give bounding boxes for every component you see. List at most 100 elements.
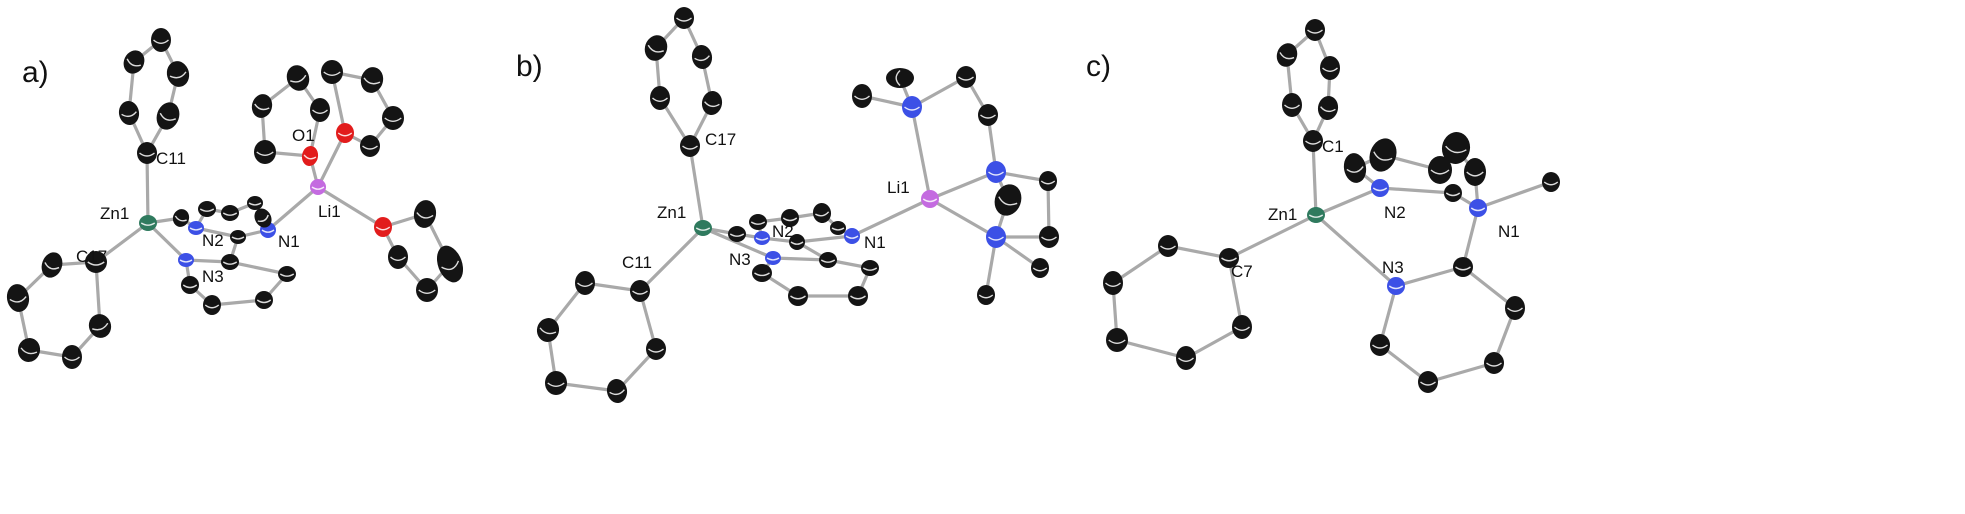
panel-a-carbon-atom-36 — [360, 67, 384, 93]
panel-c-carbon-atom-4 — [1305, 19, 1325, 41]
panel-b-carbon-atom-17 — [749, 214, 767, 230]
panel-c-bond-11 — [1115, 338, 1188, 360]
panel-b-carbon-atom-5 — [644, 35, 668, 61]
panel-c-carbon-atom-20 — [1464, 158, 1486, 186]
panel-b-carbon-atom-9 — [536, 318, 560, 342]
panel-b-bond-22 — [795, 234, 854, 244]
panel-b-label-li1: Li1 — [887, 178, 910, 197]
panel-c-carbon-atom-1 — [1303, 130, 1323, 152]
panel-b-carbon-atom-4 — [674, 7, 694, 29]
panel-b-carbon-atom-39 — [1031, 258, 1049, 278]
panel-c-carbon-atom-25 — [1418, 371, 1438, 393]
panel-b-bond-7 — [638, 226, 705, 293]
panel-a-carbon-atom-18 — [221, 205, 239, 221]
panel-a-label-n3: N3 — [202, 267, 224, 286]
panel-b-carbon-atom-24 — [788, 286, 808, 306]
panel-c-bond-0 — [1311, 139, 1318, 217]
panel-b-label-n3: N3 — [729, 250, 751, 269]
panel-a-carbon-atom-22 — [221, 254, 239, 270]
panel-b-carbon-atom-34 — [978, 104, 998, 126]
panel-b-bond-31 — [850, 197, 932, 238]
panel-c-carbon-atom-5 — [1276, 43, 1298, 67]
panel-c-label-zn1: Zn1 — [1268, 205, 1297, 224]
panel-b-carbon-atom-35 — [1039, 171, 1057, 191]
panel-b-nitrogen-atom-14 — [765, 251, 781, 265]
panel-a-label-n1: N1 — [278, 232, 300, 251]
panel-c: c) C1 Zn1 C7 N2 N3 N1 — [1086, 50, 1520, 281]
panel-a-carbon-atom-33 — [286, 65, 310, 91]
panel-b-carbon-atom-26 — [861, 260, 879, 276]
panel-b-label: b) — [516, 50, 543, 83]
panel-a-carbon-atom-20 — [254, 208, 272, 228]
panel-a-carbon-atom-32 — [251, 94, 273, 118]
panel-a-label-c11: C11 — [156, 149, 186, 168]
panel-a-carbon-atom-9 — [6, 284, 30, 312]
panel-a-nitrogen-atom-14 — [178, 253, 194, 267]
panel-b-nitrogen-atom-28 — [902, 96, 922, 118]
panel-a-carbon-atom-8 — [41, 252, 63, 278]
panel-a-bond-34 — [316, 185, 385, 229]
panel-c-carbon-atom-22 — [1453, 257, 1473, 277]
panel-a-carbon-atom-4 — [151, 28, 171, 52]
panel-b-carbon-atom-1 — [680, 135, 700, 157]
panel-b-carbon-atom-3 — [691, 45, 713, 69]
panel-a-oxygen-atom-30 — [374, 217, 392, 237]
panel-c-carbon-atom-2 — [1317, 96, 1339, 120]
panel-b-carbon-atom-37 — [994, 184, 1022, 216]
panel-a-carbon-atom-1 — [137, 142, 157, 164]
panel-b-nitrogen-atom-30 — [986, 226, 1006, 248]
panel-a-carbon-atom-12 — [88, 314, 112, 338]
panel-a-carbon-atom-2 — [156, 102, 180, 130]
panel-c-label-n1: N1 — [1498, 222, 1520, 241]
panel-a-bond-33 — [316, 131, 347, 189]
panel-c-label-n2: N2 — [1384, 203, 1406, 222]
panel-c-zinc-atom-0 — [1307, 207, 1325, 223]
panel-b-carbon-atom-25 — [848, 286, 868, 306]
panel-a-carbon-atom-3 — [166, 61, 190, 87]
panel-b-carbon-atom-22 — [819, 252, 837, 268]
panel-a-carbon-atom-21 — [247, 196, 263, 210]
panel-c-carbon-atom-11 — [1176, 346, 1196, 370]
panel-c-bond-25 — [1394, 265, 1465, 288]
panel-b-carbon-atom-19 — [812, 203, 832, 223]
panel-b-label-n1: N1 — [864, 233, 886, 252]
panel-c-carbon-atom-21 — [1444, 184, 1462, 202]
panel-b-carbon-atom-38 — [977, 285, 995, 305]
panel-a-carbon-atom-10 — [17, 338, 41, 362]
panel-c-bond-26 — [1461, 265, 1517, 310]
panel-c-carbon-atom-9 — [1103, 271, 1123, 295]
panel-b-carbon-atom-6 — [650, 86, 670, 110]
panel-b-carbon-atom-16 — [728, 226, 746, 242]
panel-b-carbon-atom-21 — [789, 234, 805, 250]
panel-a-carbon-atom-7 — [85, 251, 107, 273]
panel-a: a) C11 Zn1 C17 N2 N3 N1 O1 Li1 — [22, 56, 341, 286]
panel-b: b) C17 Zn1 C11 N2 N3 N1 Li1 — [516, 50, 910, 272]
panel-a-oxygen-atom-28 — [301, 146, 319, 166]
panel-b-zinc-atom-0 — [694, 220, 712, 236]
panel-a-carbon-atom-6 — [118, 101, 140, 125]
panel-c-carbon-atom-26 — [1370, 334, 1390, 356]
panel-c-label-n3: N3 — [1382, 258, 1404, 277]
panel-c-bond-7 — [1227, 213, 1318, 260]
panel-c-nitrogen-atom-15 — [1469, 199, 1487, 217]
panel-c-bond-9 — [1111, 244, 1170, 285]
panel-c-bond-24 — [1461, 206, 1480, 269]
panel-c-bond-31 — [1476, 180, 1553, 210]
panel-a-carbon-atom-34 — [310, 98, 330, 122]
panel-c-carbon-atom-6 — [1282, 93, 1302, 117]
panel-c-carbon-atom-24 — [1484, 352, 1504, 374]
panel-c-bond-8 — [1166, 244, 1231, 260]
panel-a-carbon-atom-40 — [436, 245, 464, 283]
panel-b-carbon-atom-11 — [606, 379, 628, 403]
panel-b-carbon-atom-10 — [545, 371, 567, 395]
panel-b-carbon-atom-33 — [956, 66, 976, 88]
panel-a-bond-30 — [228, 260, 289, 276]
panel-b-carbon-atom-31 — [852, 84, 872, 108]
panel-b-bond-30 — [771, 256, 830, 262]
panel-c-label: c) — [1086, 50, 1111, 83]
panel-a-carbon-atom-23 — [181, 276, 199, 294]
panel-c-nitrogen-atom-14 — [1387, 277, 1405, 295]
panel-a-label-zn1: Zn1 — [100, 204, 129, 223]
panel-c-bond-14 — [1314, 186, 1382, 217]
panel-a-carbon-atom-26 — [278, 266, 296, 282]
